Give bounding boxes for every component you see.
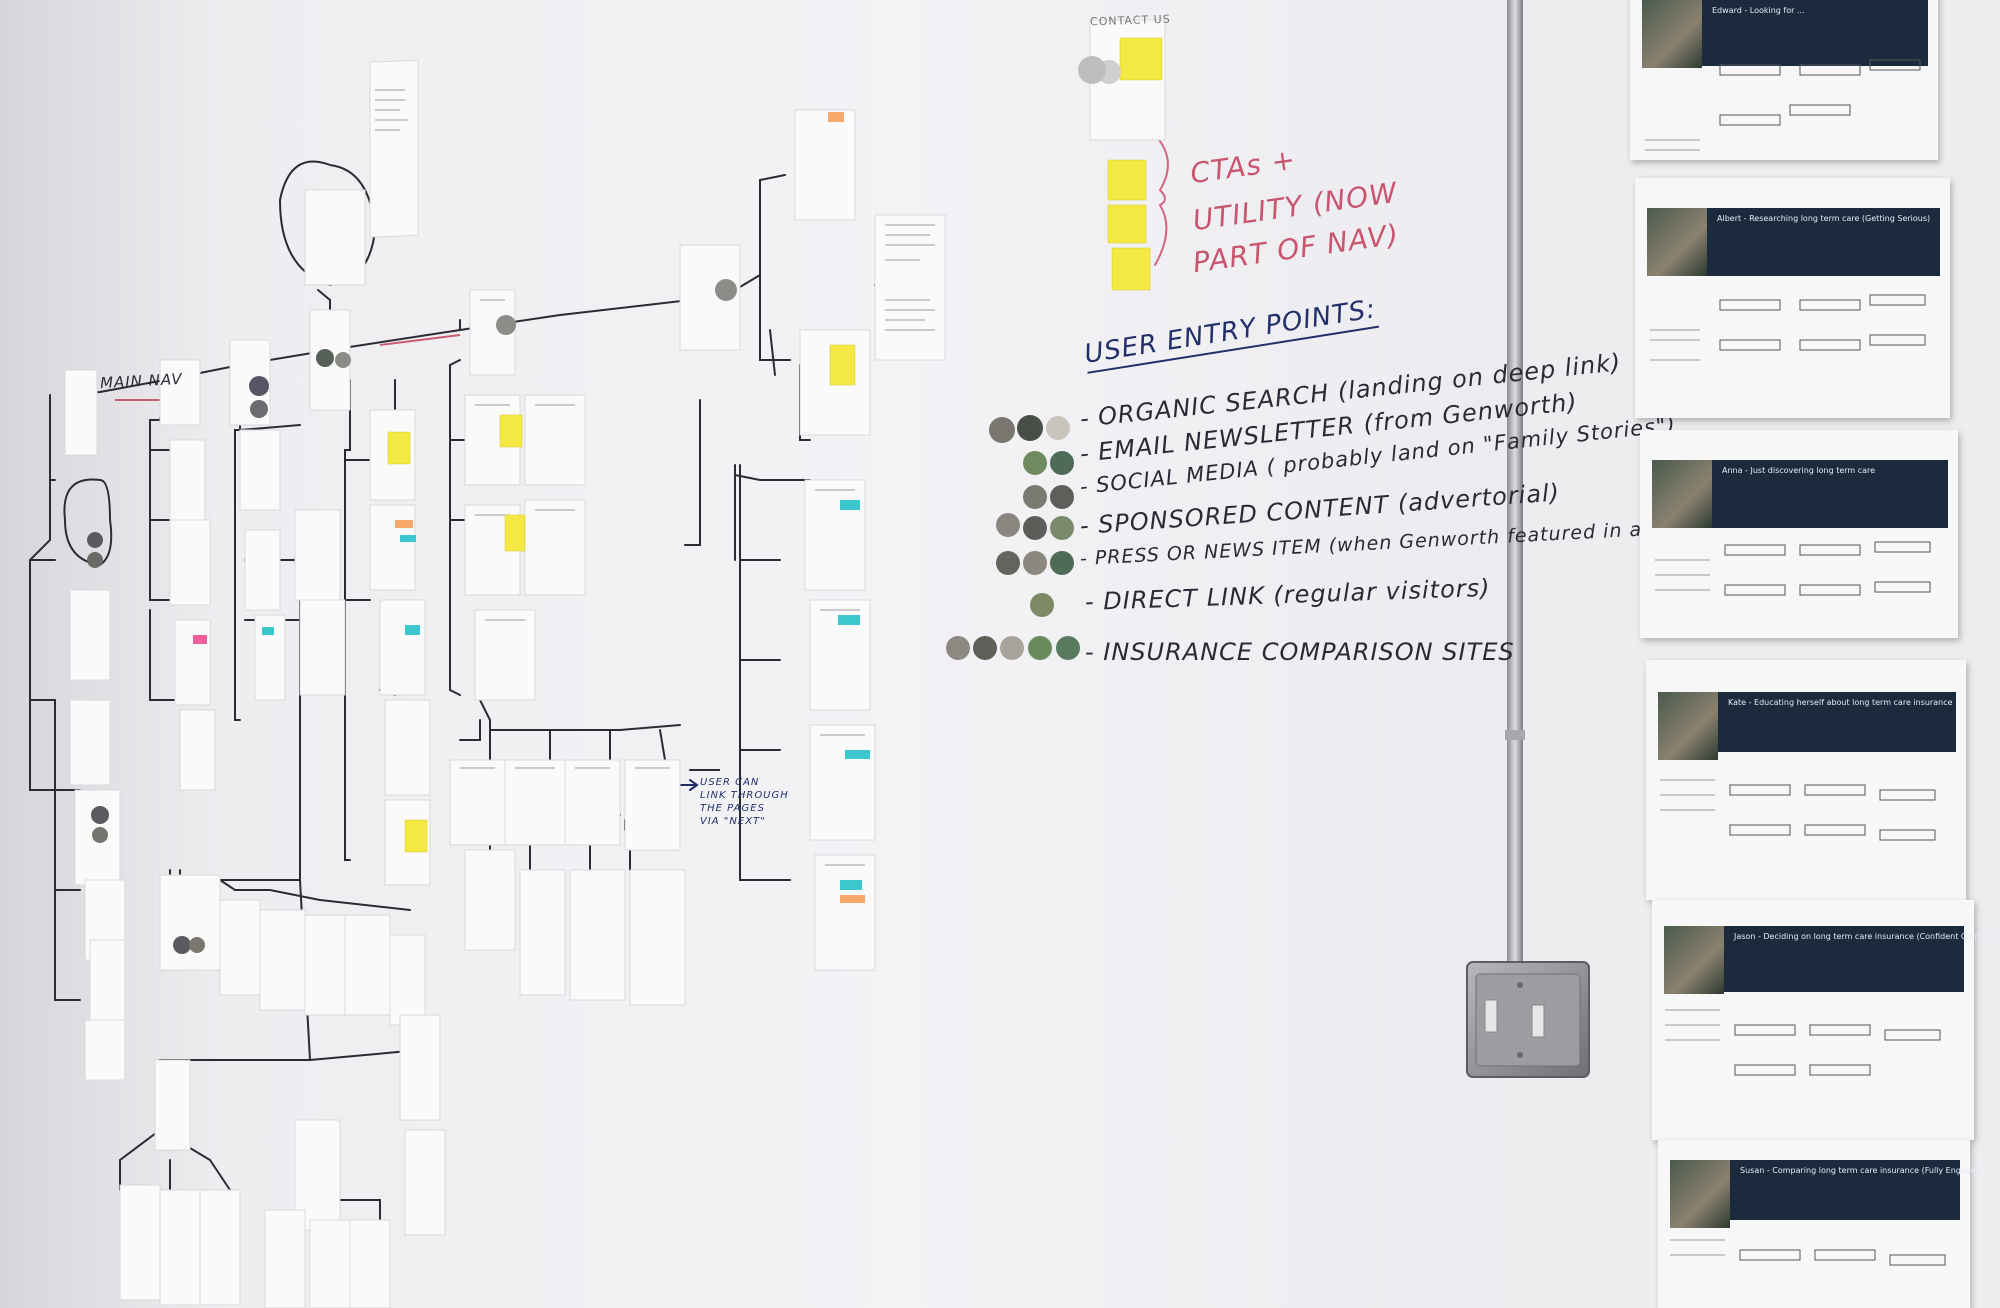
persona-sheet: Edward - Looking for ...	[1630, 0, 1938, 160]
persona-sheet: Albert - Researching long term care (Get…	[1635, 178, 1950, 418]
user-can-label-2: LINK THROUGH	[700, 790, 789, 801]
persona-photo	[1652, 460, 1712, 528]
user-can-label-3: THE PAGES	[700, 803, 765, 814]
persona-photo	[1670, 1160, 1730, 1228]
entry-point-item: - INSURANCE COMPARISON SITES	[1085, 638, 1515, 666]
persona-sheet: Kate - Educating herself about long term…	[1646, 660, 1966, 900]
persona-photo	[1642, 0, 1702, 68]
persona-title: Susan - Comparing long term care insuran…	[1740, 1166, 1984, 1175]
persona-photo	[1658, 692, 1718, 760]
user-can-label-1: USER CAN	[700, 777, 760, 788]
user-can-label-4: VIA "NEXT"	[700, 816, 766, 827]
persona-photo	[1664, 926, 1724, 994]
persona-sheet: Jason - Deciding on long term care insur…	[1652, 900, 2000, 1140]
persona-sheet: Anna - Just discovering long term care	[1640, 430, 1958, 638]
persona-title: Albert - Researching long term care (Get…	[1717, 214, 1931, 223]
persona-title: Anna - Just discovering long term care	[1722, 466, 1876, 475]
persona-sheet: Susan - Comparing long term care insuran…	[1658, 1140, 1984, 1308]
persona-photo	[1647, 208, 1707, 276]
persona-title: Edward - Looking for ...	[1712, 6, 1805, 15]
persona-title: Kate - Educating herself about long term…	[1728, 698, 1953, 707]
persona-title: Jason - Deciding on long term care insur…	[1734, 932, 2000, 941]
